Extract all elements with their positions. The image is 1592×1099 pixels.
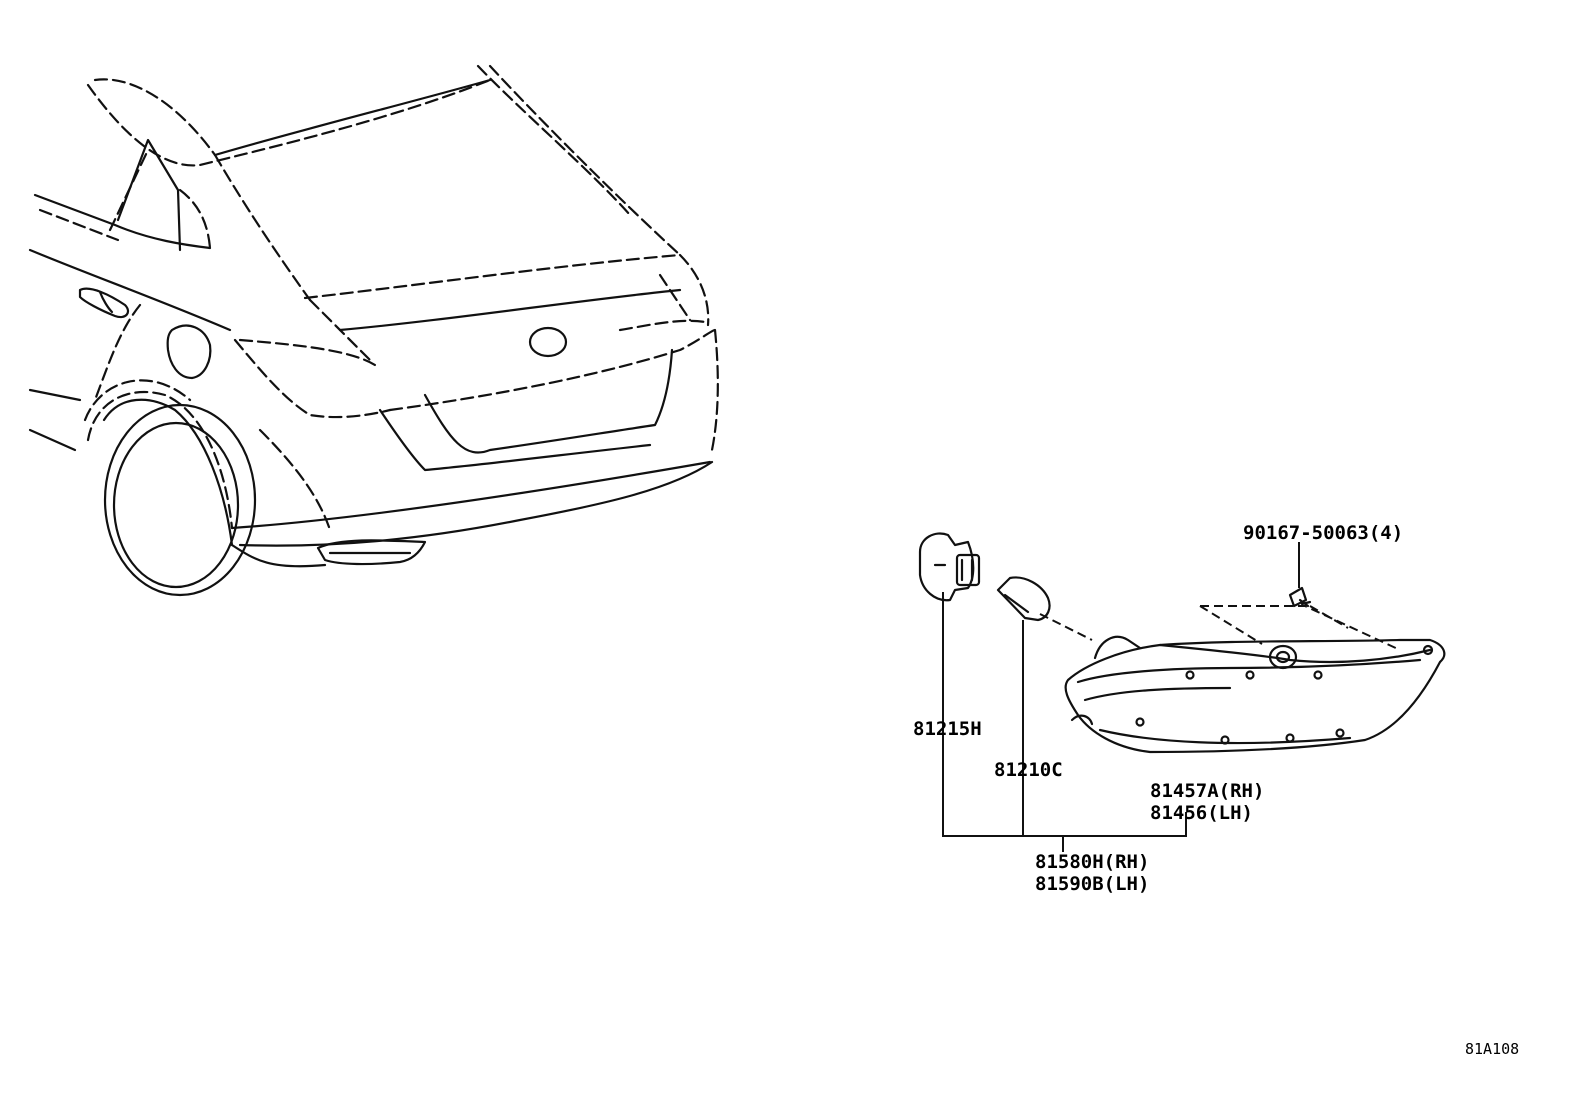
- label-bulb: 81210C: [994, 759, 1063, 781]
- bolt-part: [1288, 586, 1312, 608]
- car-rear-illustration: [28, 64, 719, 597]
- label-socket: 81215H: [913, 718, 982, 740]
- reflector-part: [1064, 635, 1446, 754]
- label-assembly-lh: 81590B(LH): [1035, 873, 1149, 895]
- socket-part: [918, 532, 981, 602]
- label-reflector-rh: 81457A(RH): [1150, 780, 1264, 802]
- figure-code: 81A108: [1465, 1040, 1519, 1058]
- label-reflector-lh: 81456(LH): [1150, 802, 1253, 824]
- label-bolt: 90167-50063(4): [1243, 522, 1403, 544]
- bulb-part: [996, 576, 1051, 622]
- label-assembly-rh: 81580H(RH): [1035, 851, 1149, 873]
- leader-lines: [942, 542, 1401, 852]
